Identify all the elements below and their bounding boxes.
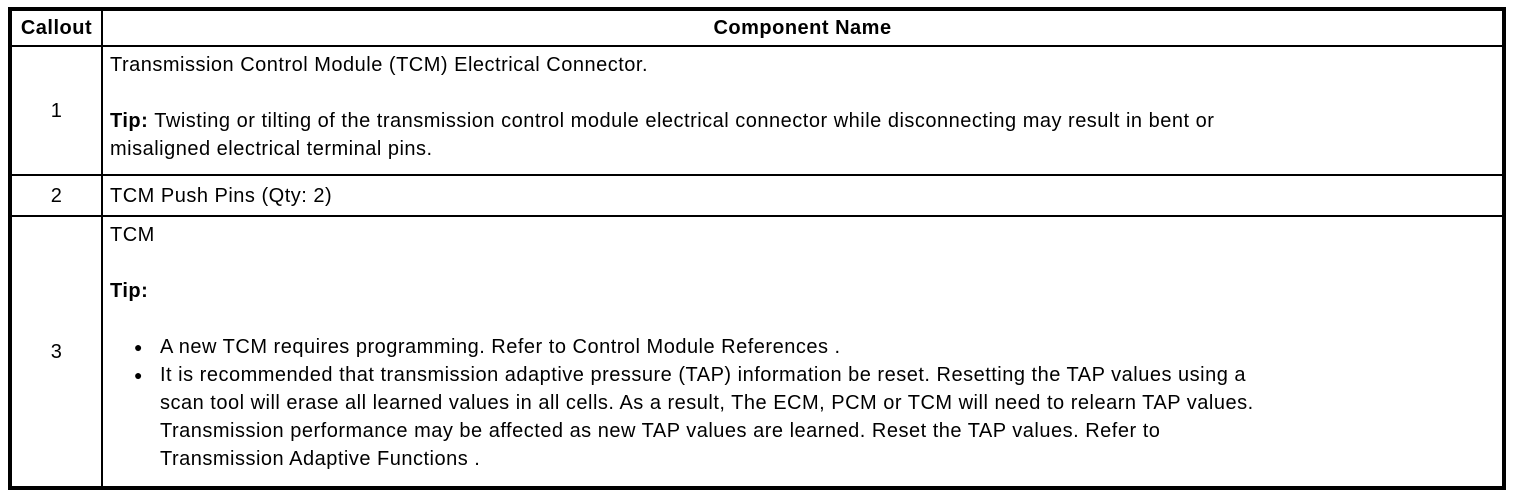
table-row: 2 TCM Push Pins (Qty: 2) bbox=[9, 174, 1505, 217]
callout-number: 3 bbox=[9, 215, 103, 489]
component-name-text: TCM bbox=[110, 224, 155, 246]
component-name-text: TCM Push Pins (Qty: 2) bbox=[110, 184, 333, 207]
component-name-text: Transmission Control Module (TCM) Electr… bbox=[110, 54, 649, 76]
component-description-cell: TCM Push Pins (Qty: 2) bbox=[101, 174, 1505, 217]
list-item: ● It is recommended that transmission ad… bbox=[110, 361, 1495, 473]
table-row: 1 Transmission Control Module (TCM) Elec… bbox=[9, 45, 1505, 176]
tip-paragraph: Tip:Twisting or tilting of the transmiss… bbox=[110, 107, 1495, 163]
tip-label: Tip: bbox=[110, 280, 149, 302]
tip-paragraph: Tip: bbox=[110, 277, 1495, 305]
list-item: ● A new TCM requires programming. Refer … bbox=[110, 333, 1495, 361]
tip-text: Twisting or tilting of the transmission … bbox=[110, 110, 1215, 160]
tip-bullet-list: ● A new TCM requires programming. Refer … bbox=[110, 333, 1495, 473]
bullet-icon: ● bbox=[134, 339, 143, 355]
component-description-cell: TCM Tip: ● A new TCM requires programmin… bbox=[101, 215, 1505, 489]
bullet-item-text: A new TCM requires programming. Refer to… bbox=[160, 336, 841, 358]
table-row: 3 TCM Tip: ● A new TCM requires programm… bbox=[9, 215, 1505, 489]
table-header-row: Callout Component Name bbox=[9, 8, 1505, 47]
callout-number: 2 bbox=[9, 174, 103, 217]
bullet-icon: ● bbox=[134, 367, 143, 383]
tip-label: Tip: bbox=[110, 110, 149, 132]
bullet-item-text: It is recommended that transmission adap… bbox=[160, 364, 1254, 470]
component-table: Callout Component Name 1 Transmission Co… bbox=[8, 7, 1506, 490]
callout-number: 1 bbox=[9, 45, 103, 176]
component-description-cell: Transmission Control Module (TCM) Electr… bbox=[101, 45, 1505, 176]
callout-column-header: Callout bbox=[9, 8, 103, 47]
component-name-column-header: Component Name bbox=[101, 8, 1505, 47]
